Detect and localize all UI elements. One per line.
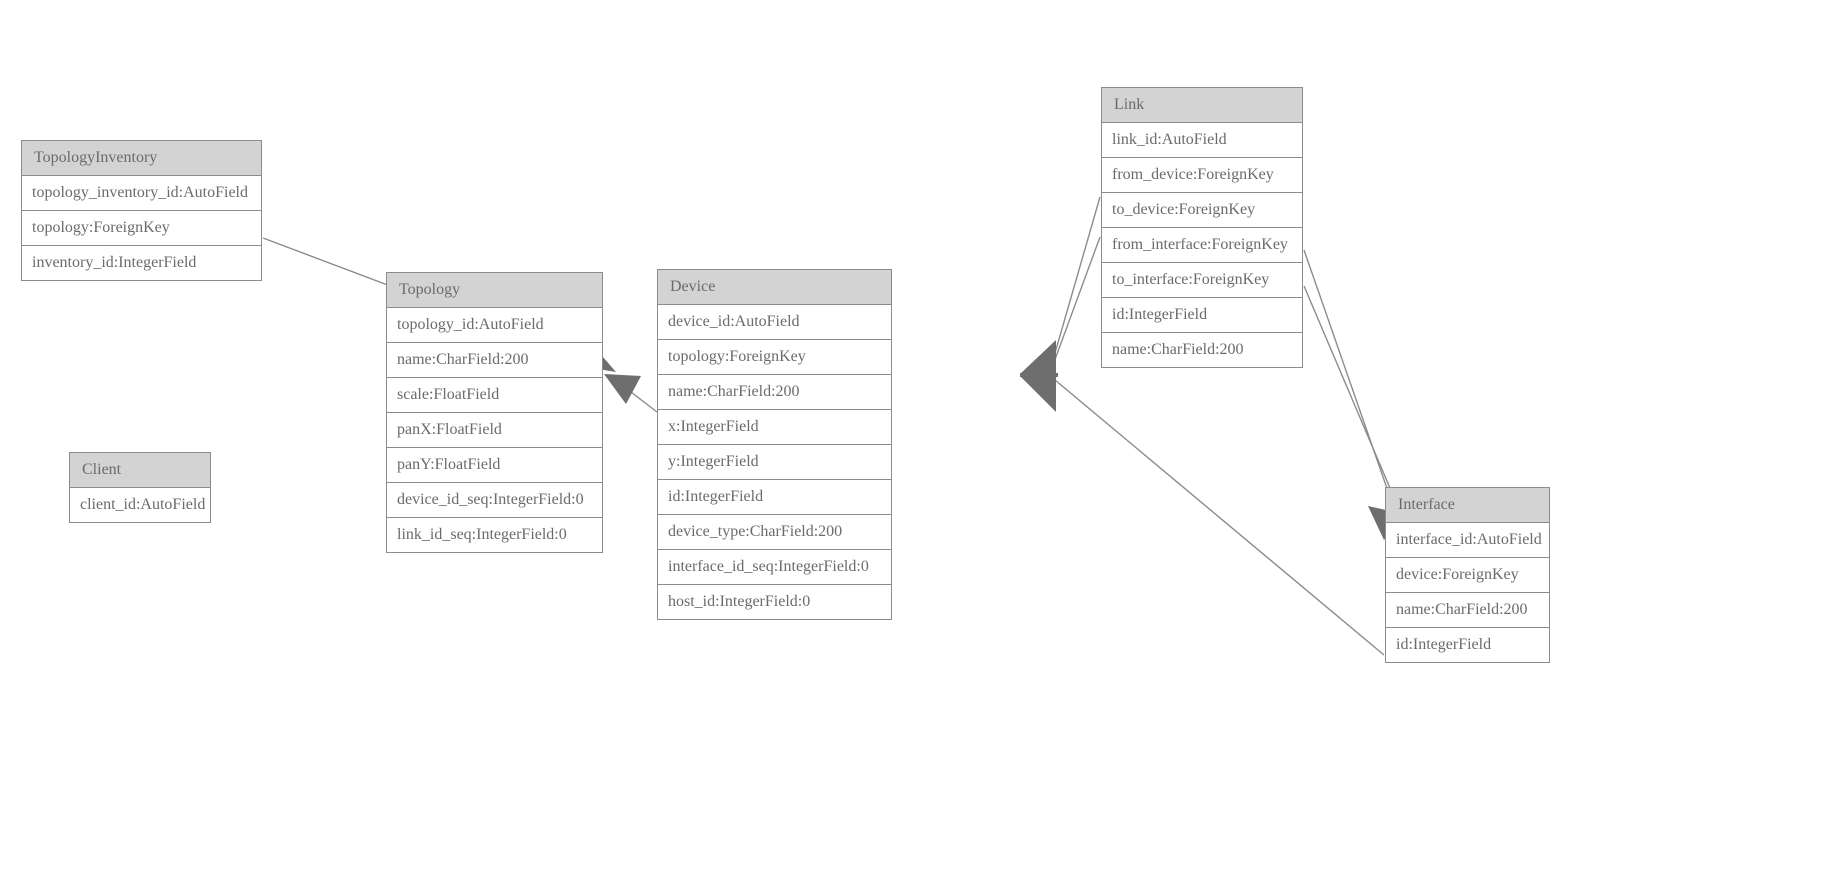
entity-device[interactable]: Device device_id:AutoField topology:Fore… [657,269,892,620]
entity-title: Client [70,453,210,488]
entity-field: name:CharField:200 [387,343,602,378]
edge-interface-device [1054,379,1385,656]
entity-field: inventory_id:IntegerField [22,246,261,280]
entity-field: link_id:AutoField [1102,123,1302,158]
entity-field: topology:ForeignKey [22,211,261,246]
entity-field: to_interface:ForeignKey [1102,263,1302,298]
entity-field: device_id_seq:IntegerField:0 [387,483,602,518]
entity-topology-inventory[interactable]: TopologyInventory topology_inventory_id:… [21,140,262,281]
entity-field: from_device:ForeignKey [1102,158,1302,193]
edge-link-to-device [1052,236,1101,366]
entity-field: to_device:ForeignKey [1102,193,1302,228]
edge-link-from-device [1052,196,1101,361]
edge-link-from-interface [1303,249,1399,521]
entity-field: interface_id_seq:IntegerField:0 [658,550,891,585]
entity-client[interactable]: Client client_id:AutoField [69,452,211,523]
entity-field: device_id:AutoField [658,305,891,340]
entity-field: from_interface:ForeignKey [1102,228,1302,263]
entity-field: client_id:AutoField [70,488,210,522]
edge-link-to-interface [1303,285,1405,522]
entity-title: Topology [387,273,602,308]
entity-field: panX:FloatField [387,413,602,448]
entity-field: host_id:IntegerField:0 [658,585,891,619]
entity-field: topology_id:AutoField [387,308,602,343]
entity-interface[interactable]: Interface interface_id:AutoField device:… [1385,487,1550,663]
entity-topology[interactable]: Topology topology_id:AutoField name:Char… [386,272,603,553]
entity-field: id:IntegerField [1102,298,1302,333]
entity-field: name:CharField:200 [1102,333,1302,367]
entity-field: device_type:CharField:200 [658,515,891,550]
entity-field: panY:FloatField [387,448,602,483]
entity-title: Device [658,270,891,305]
entity-field: scale:FloatField [387,378,602,413]
entity-field: topology:ForeignKey [658,340,891,375]
entity-field: topology_inventory_id:AutoField [22,176,261,211]
entity-title: TopologyInventory [22,141,261,176]
entity-field: x:IntegerField [658,410,891,445]
arrowhead-into-device [1020,340,1058,412]
entity-title: Interface [1386,488,1549,523]
entity-field: id:IntegerField [658,480,891,515]
edge-device-topology [604,374,658,413]
entity-link[interactable]: Link link_id:AutoField from_device:Forei… [1101,87,1303,368]
entity-field: link_id_seq:IntegerField:0 [387,518,602,552]
entity-field: name:CharField:200 [1386,593,1549,628]
entity-field: device:ForeignKey [1386,558,1549,593]
entity-title: Link [1102,88,1302,123]
entity-field: interface_id:AutoField [1386,523,1549,558]
entity-field: id:IntegerField [1386,628,1549,662]
entity-field: name:CharField:200 [658,375,891,410]
entity-field: y:IntegerField [658,445,891,480]
